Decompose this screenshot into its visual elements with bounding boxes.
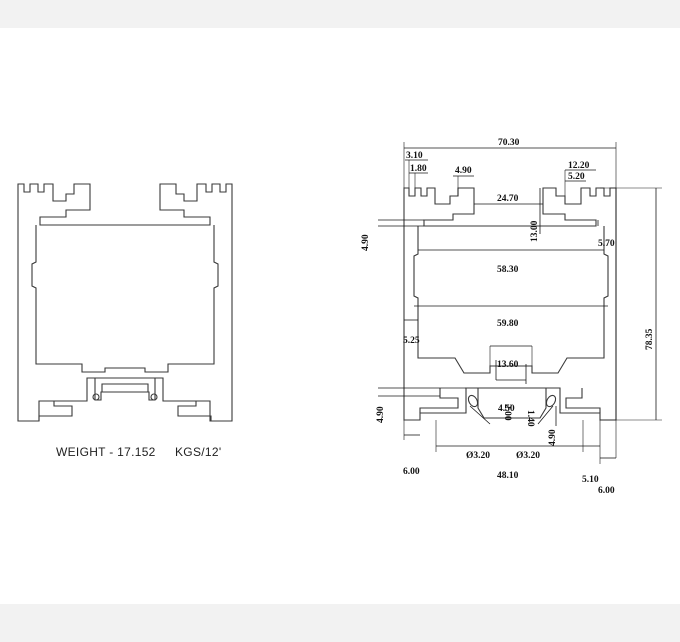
dim-overall-height: 78.35 bbox=[645, 328, 655, 350]
profile-right-foot bbox=[177, 401, 212, 421]
dim-channel-width: 13.60 bbox=[497, 360, 519, 370]
screw-port-right bbox=[150, 393, 158, 401]
hole-left-shape bbox=[467, 394, 479, 408]
dim-inner-gap-top: 24.70 bbox=[497, 194, 519, 204]
dim-bottom-wall-left: 4.90 bbox=[376, 406, 386, 423]
dim-profile-channel bbox=[477, 388, 547, 419]
dim-base-gap: 48.10 bbox=[497, 471, 519, 481]
dim-profile-inner-chamber bbox=[413, 226, 609, 374]
dim-base-right-outer: 6.00 bbox=[598, 486, 615, 496]
dim-side-wall: 5.25 bbox=[403, 336, 420, 346]
dim-overall-width: 70.30 bbox=[498, 138, 520, 148]
dim-profile-outer-outline bbox=[403, 187, 617, 421]
profile-bottom-slot-floor bbox=[101, 383, 149, 392]
weight-label: WEIGHT - 17.152 bbox=[56, 445, 156, 459]
profile-outer-outline bbox=[17, 183, 233, 422]
screw-port-left bbox=[92, 393, 100, 401]
dimension-lines bbox=[378, 142, 662, 464]
dim-channel-wall: 1.40 bbox=[525, 410, 535, 427]
dim-inner-width-lower: 59.80 bbox=[497, 319, 519, 329]
weight-unit: KGS/12' bbox=[175, 445, 221, 459]
dim-hole-right: Ø3.20 bbox=[516, 451, 540, 461]
profile-outline-view bbox=[17, 183, 233, 422]
technical-drawing: WEIGHT - 17.152 KGS/12' bbox=[17, 138, 662, 496]
dim-slot-right-inner: 5.20 bbox=[568, 172, 585, 182]
dimensioned-profile-view bbox=[403, 187, 617, 421]
hole-right-shape bbox=[545, 394, 557, 408]
dim-base-left: 6.00 bbox=[403, 467, 420, 477]
profile-inner-chamber bbox=[31, 225, 219, 373]
dim-lip-left: 3.10 bbox=[406, 151, 423, 161]
dim-top-wall-right: 5.70 bbox=[598, 239, 615, 249]
profile-left-foot bbox=[38, 401, 73, 421]
dim-inner-width-upper: 58.30 bbox=[497, 265, 519, 275]
dim-hole-left: Ø3.20 bbox=[466, 451, 490, 461]
dimension-labels: 70.30 3.10 1.80 4.90 12.20 5.20 24.70 13… bbox=[361, 138, 655, 496]
dim-slot-depth: 13.00 bbox=[530, 220, 540, 242]
dim-slot-left: 1.80 bbox=[410, 164, 427, 174]
dim-slot-right-outer: 12.20 bbox=[568, 161, 590, 171]
dim-profile-left-foot bbox=[419, 388, 459, 413]
dim-top-wall-left: 4.90 bbox=[361, 234, 371, 251]
dim-channel-depth: 2.00 bbox=[502, 404, 512, 421]
dim-base-right: 5.10 bbox=[582, 475, 599, 485]
dim-flange-left: 4.90 bbox=[455, 166, 472, 176]
dim-rib-right: 4.90 bbox=[548, 429, 558, 446]
dim-channel-lip: 4.50 bbox=[498, 404, 515, 414]
drawing-sheet: WEIGHT - 17.152 KGS/12' bbox=[0, 28, 680, 604]
dim-profile-right-foot bbox=[565, 388, 601, 413]
profile-bottom-slot bbox=[94, 378, 156, 401]
